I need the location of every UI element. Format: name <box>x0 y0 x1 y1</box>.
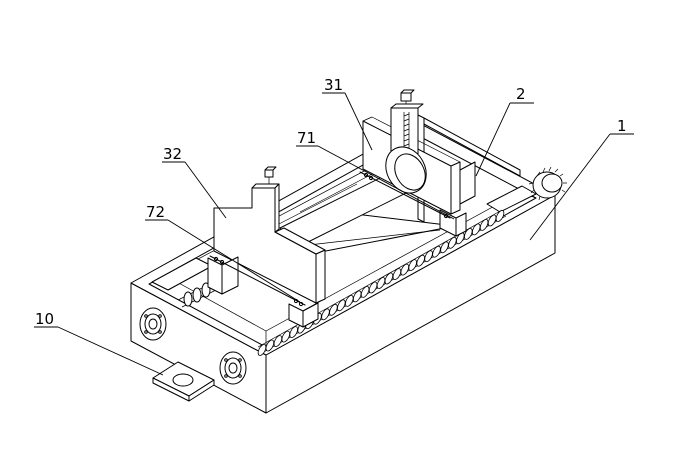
screw-thread <box>337 299 346 312</box>
callout-10: 10 <box>34 310 164 376</box>
base-box <box>130 122 556 414</box>
label-2: 2 <box>516 85 526 103</box>
flange-left-upper <box>139 307 167 341</box>
screw-thread <box>495 210 505 222</box>
screw-thread <box>345 295 354 307</box>
motor <box>528 166 567 201</box>
screw-thread <box>456 232 465 245</box>
screw-thread <box>257 344 267 356</box>
callout-72: 72 <box>145 203 301 303</box>
screw-thread <box>384 272 394 285</box>
callout-32: 32 <box>162 145 227 219</box>
flange-left-lower <box>219 351 247 385</box>
screw-thread <box>265 339 275 352</box>
screw-thread <box>289 326 298 338</box>
screw-thread <box>352 290 362 303</box>
screw-thread <box>273 335 283 347</box>
callout-71: 71 <box>296 129 455 220</box>
screw-thread <box>440 241 449 254</box>
screw-thread <box>471 223 481 236</box>
screw-thread <box>376 277 386 289</box>
label-32: 32 <box>163 145 182 163</box>
screw-thread <box>321 308 330 321</box>
label-71: 71 <box>297 129 316 147</box>
callout-1: 1 <box>529 117 634 241</box>
screw-thread <box>424 250 433 263</box>
screw-thread <box>408 259 417 271</box>
screw-thread <box>464 228 473 240</box>
screw-thread <box>400 263 410 276</box>
right-clamp <box>359 89 467 237</box>
label-10: 10 <box>35 310 54 328</box>
label-1: 1 <box>617 117 627 135</box>
screw-thread <box>487 214 497 227</box>
screw-thread <box>479 219 489 231</box>
screw-thread <box>368 281 378 294</box>
label-31: 31 <box>324 76 343 94</box>
screw-thread <box>360 286 370 298</box>
screw-thread <box>392 268 402 280</box>
screw-thread <box>432 245 441 258</box>
left-clamp <box>207 166 326 328</box>
screw-thread <box>281 330 291 343</box>
screw-thread <box>416 254 425 267</box>
callout-2: 2 <box>475 85 534 177</box>
label-72: 72 <box>146 203 165 221</box>
mounting-plate <box>152 361 215 402</box>
screw-thread <box>448 236 457 249</box>
callout-31: 31 <box>322 76 373 151</box>
left-shaft <box>177 281 219 308</box>
screw-thread <box>329 303 338 316</box>
